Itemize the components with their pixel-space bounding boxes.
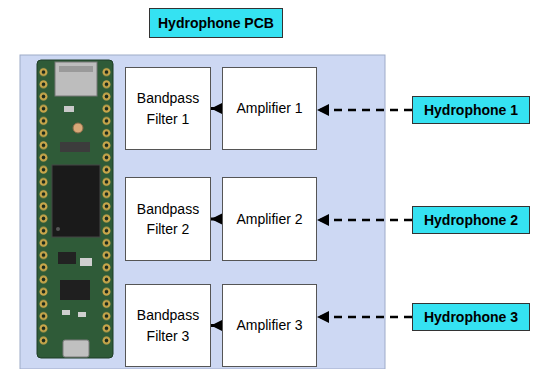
box-label: Bandpass Filter 1 <box>132 88 204 129</box>
sd-card-slot <box>55 62 97 96</box>
smd-part <box>78 312 86 317</box>
sensor-link <box>317 219 412 222</box>
signal-arrow <box>211 107 222 110</box>
sensor-link <box>317 316 412 319</box>
filter-box: Bandpass Filter 2 <box>125 177 211 261</box>
sensor-link <box>317 109 412 112</box>
pin-row <box>38 66 49 347</box>
box-label: Hydrophone 3 <box>424 309 518 325</box>
signal-arrow <box>211 324 222 327</box>
smd-part <box>60 142 90 152</box>
hydrophone-box: Hydrophone 2 <box>412 206 530 234</box>
hydrophone-box: Hydrophone 1 <box>412 96 530 124</box>
processor-chip <box>52 165 100 237</box>
box-label: Bandpass Filter 2 <box>132 199 204 240</box>
box-label: Hydrophone 1 <box>424 102 518 118</box>
region-heading: Hydrophone PCB <box>149 8 283 38</box>
smd-part <box>60 280 90 300</box>
usb-connector <box>63 340 89 357</box>
pcb-ground <box>20 55 385 369</box>
box-label: Bandpass Filter 3 <box>132 305 204 346</box>
smd-part <box>58 252 76 264</box>
smd-part <box>62 310 70 315</box>
chip-dot <box>56 227 60 231</box>
microcontroller-board <box>37 60 113 358</box>
pcb-region: Hydrophone PCBBandpass Filter 1Amplifier… <box>20 55 385 369</box>
smd-part <box>80 258 92 266</box>
box-label: Amplifier 2 <box>236 209 302 229</box>
box-label: Amplifier 3 <box>236 315 302 335</box>
amplifier-box: Amplifier 3 <box>222 284 317 367</box>
box-label: Hydrophone 2 <box>424 212 518 228</box>
amplifier-box: Amplifier 1 <box>222 67 317 150</box>
filter-box: Bandpass Filter 1 <box>125 67 211 150</box>
hydrophone-box: Hydrophone 3 <box>412 303 530 331</box>
filter-box: Bandpass Filter 3 <box>125 284 211 367</box>
pin-row <box>101 66 112 347</box>
box-label: Amplifier 1 <box>236 98 302 118</box>
sd-card-contact <box>59 66 93 72</box>
push-button <box>73 123 83 133</box>
amplifier-box: Amplifier 2 <box>222 177 317 261</box>
smd-part <box>64 106 74 112</box>
signal-arrow <box>211 218 222 221</box>
